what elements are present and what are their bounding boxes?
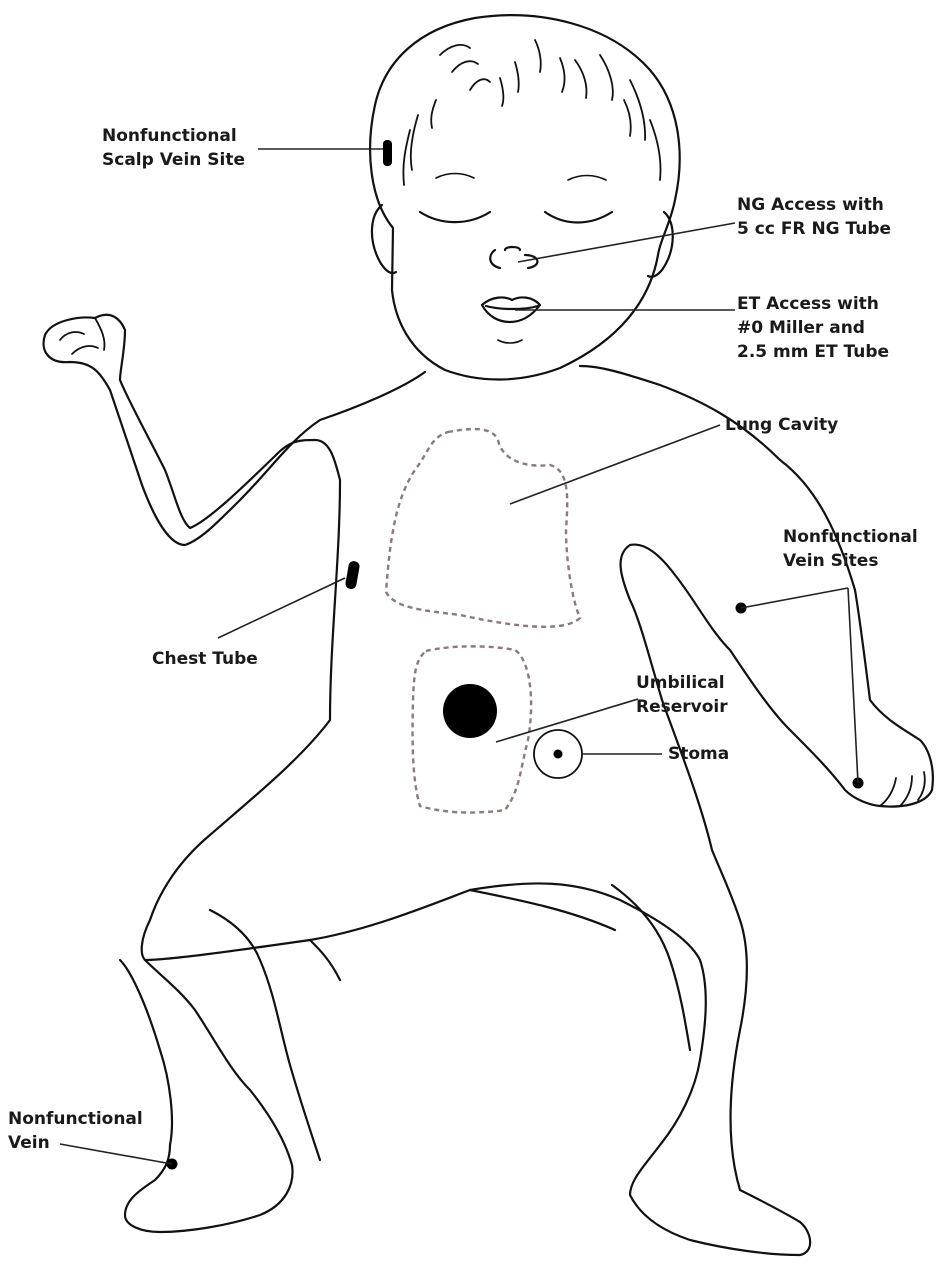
label-scalp-vein: Nonfunctional Scalp Vein Site bbox=[102, 124, 245, 172]
chest-tube-marker bbox=[345, 560, 361, 589]
label-et-access: ET Access with #0 Miller and 2.5 mm ET T… bbox=[737, 292, 889, 364]
label-chest-tube: Chest Tube bbox=[152, 647, 258, 671]
vein-sites-leader-upper bbox=[741, 588, 848, 608]
label-vein-sites: Nonfunctional Vein Sites bbox=[783, 525, 918, 573]
inner-right-leg-line bbox=[612, 885, 690, 1050]
chest-tube-leader bbox=[218, 578, 345, 638]
left-fist bbox=[60, 318, 105, 354]
vein-sites-leader-lower bbox=[848, 588, 858, 783]
umbilical-reservoir-marker bbox=[443, 684, 497, 738]
ng-access-leader bbox=[518, 223, 735, 262]
right-eyebrow bbox=[568, 176, 606, 181]
chin bbox=[498, 340, 522, 343]
left-eyebrow bbox=[436, 174, 474, 179]
label-umbilical-reservoir: Umbilical Reservoir bbox=[636, 671, 728, 719]
body-outline bbox=[44, 315, 933, 1255]
stoma-marker bbox=[554, 750, 563, 759]
lung-cavity-region bbox=[386, 429, 580, 627]
scalp-vein-marker bbox=[383, 140, 392, 166]
nose bbox=[490, 247, 537, 268]
label-lung-cavity: Lung Cavity bbox=[725, 413, 838, 437]
right-eye bbox=[545, 212, 612, 223]
legs-outline bbox=[120, 890, 615, 1232]
head-outline bbox=[370, 15, 680, 379]
hair-strands bbox=[403, 40, 660, 185]
umbilical-leader bbox=[496, 699, 638, 742]
left-eye bbox=[420, 212, 490, 222]
label-stoma: Stoma bbox=[668, 742, 729, 766]
label-ng-access: NG Access with 5 cc FR NG Tube bbox=[737, 193, 891, 241]
inner-leg-line bbox=[210, 910, 320, 1160]
label-foot-vein: Nonfunctional Vein bbox=[8, 1107, 143, 1155]
